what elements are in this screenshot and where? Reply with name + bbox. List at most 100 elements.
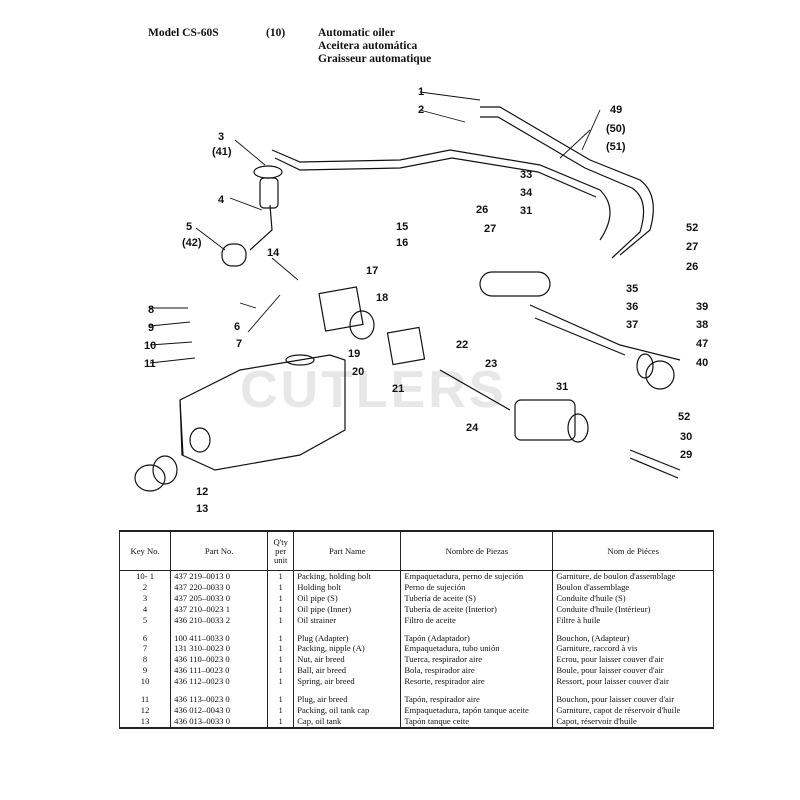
part-name-cell: Oil pipe (S) xyxy=(293,592,402,604)
part-no-cell: 436 210–0033 2 xyxy=(170,614,269,626)
key-no-cell: 4 xyxy=(118,603,172,615)
nombre-cell: Empaquetadura, tapón tanque aceite xyxy=(400,704,554,716)
part-no-cell: 436 110–0023 0 xyxy=(170,654,269,666)
title-english: Automatic oiler xyxy=(318,27,395,39)
oil-strainer xyxy=(221,243,247,267)
qty-cell: 1 xyxy=(267,603,295,615)
key-no-cell: 8 xyxy=(118,654,172,666)
nom-cell: Bouchon, (Adapteur) xyxy=(552,632,714,644)
nom-cell: Boulon d'assemblage xyxy=(552,581,714,593)
part-name-cell: Nut, air breed xyxy=(293,654,402,666)
callout-23: 23 xyxy=(485,358,497,370)
key-no-cell: 9 xyxy=(118,665,172,677)
exploded-parts-diagram: 1 2 3 (41) 4 5 (42) 6 7 8 9 10 11 12 13 … xyxy=(134,86,708,515)
title-spanish: Aceitera automática xyxy=(318,40,418,52)
callout-38: 38 xyxy=(696,319,708,331)
callout-52a: 52 xyxy=(686,222,698,234)
callout-21: 21 xyxy=(392,383,404,395)
key-no-cell: 6 xyxy=(118,632,172,644)
key-no-cell: 5 xyxy=(118,614,172,626)
callout-26: 27 xyxy=(484,223,496,235)
key-no-cell: 13 xyxy=(118,715,172,729)
part-no-cell: 131 310–0023 0 xyxy=(170,643,269,655)
qty-cell: 1 xyxy=(267,704,295,716)
qty-cell: 1 xyxy=(267,614,295,626)
table-header-row: Key No. Part No. Q'ty per unit Part Name… xyxy=(118,530,714,571)
callout-49: 49 xyxy=(610,104,622,116)
header-nom: Nom de Piéces xyxy=(552,530,714,571)
callout-28: 26 xyxy=(686,261,698,273)
title-french: Graisseur automatique xyxy=(318,53,432,65)
callout-15: 15 xyxy=(396,221,408,233)
callout-30: 30 xyxy=(680,431,692,443)
callout-22: 22 xyxy=(456,339,468,351)
callout-17: 17 xyxy=(366,265,378,277)
callout-20: 20 xyxy=(352,366,364,378)
spacer-cell xyxy=(552,625,714,633)
oil-tank-cap xyxy=(134,464,166,492)
spacer-cell xyxy=(170,687,269,695)
key-no-cell: 10- 1 xyxy=(118,570,172,582)
callout-39: 39 xyxy=(696,301,708,313)
nombre-cell: Tapón tanque ceite xyxy=(400,715,554,729)
pump-body xyxy=(514,399,576,441)
key-no-cell: 3 xyxy=(118,592,172,604)
callout-25: 26 xyxy=(476,204,488,216)
key-no-cell: 2 xyxy=(118,581,172,593)
section-titles: Automatic oiler Aceitera automática Grai… xyxy=(318,27,431,66)
header-part-no: Part No. xyxy=(170,530,269,571)
qty-cell: 1 xyxy=(267,665,295,677)
callout-34: 34 xyxy=(520,187,533,199)
oil-pipe-inner xyxy=(249,204,273,251)
callout-51: (51) xyxy=(606,141,626,153)
callout-50: (50) xyxy=(606,123,626,135)
nombre-cell: Perno de sujeción xyxy=(400,581,554,593)
nombre-cell: Bola, respirador aire xyxy=(400,665,554,677)
callout-40: 40 xyxy=(696,357,708,369)
key-no-cell: 12 xyxy=(118,704,172,716)
parts-table: Key No. Part No. Q'ty per unit Part Name… xyxy=(118,530,714,729)
part-no-cell: 437 205–0033 0 xyxy=(170,592,269,604)
oil-pipe-s xyxy=(271,149,611,241)
qty-cell: 1 xyxy=(267,654,295,666)
table-spacer-row xyxy=(118,625,714,633)
nom-cell: Boule, pour laisser couver d'air xyxy=(552,665,714,677)
callout-42: (42) xyxy=(182,237,202,249)
callout-12: 12 xyxy=(196,486,208,498)
nom-cell: Filtre à huile xyxy=(552,614,714,626)
callout-2: 2 xyxy=(418,104,424,116)
callout-6: 6 xyxy=(234,321,240,333)
part-name-cell: Spring, air breed xyxy=(293,676,402,688)
oil-pipe-upper xyxy=(480,106,654,256)
callout-11: 11 xyxy=(144,358,156,370)
spacer-cell xyxy=(552,687,714,695)
callout-31b: 31 xyxy=(556,381,568,393)
header-qty: Q'ty per unit xyxy=(267,530,295,571)
nom-cell: Ecrou, pour laisser couver d'air xyxy=(552,654,714,666)
qty-cell: 1 xyxy=(267,592,295,604)
nom-cell: Garniture, capot de réservoir d'huile xyxy=(552,704,714,716)
part-name-cell: Packing, holding bolt xyxy=(293,570,402,582)
header-key-no: Key No. xyxy=(118,530,172,571)
callout-1: 1 xyxy=(418,86,424,98)
spacer-cell xyxy=(170,625,269,633)
callout-29: 29 xyxy=(680,449,692,461)
part-no-cell: 100 411–0033 0 xyxy=(170,632,269,644)
part-no-cell: 436 013–0033 0 xyxy=(170,715,269,729)
qty-cell: 1 xyxy=(267,715,295,729)
part-name-cell: Ball, air breed xyxy=(293,665,402,677)
nom-cell: Conduite d'huile (S) xyxy=(552,592,714,604)
callout-36: 36 xyxy=(626,301,638,313)
nombre-cell: Tapón, respirador aire xyxy=(400,694,554,705)
callout-47: 47 xyxy=(696,338,708,350)
watermark: CUTLERS xyxy=(240,361,507,419)
